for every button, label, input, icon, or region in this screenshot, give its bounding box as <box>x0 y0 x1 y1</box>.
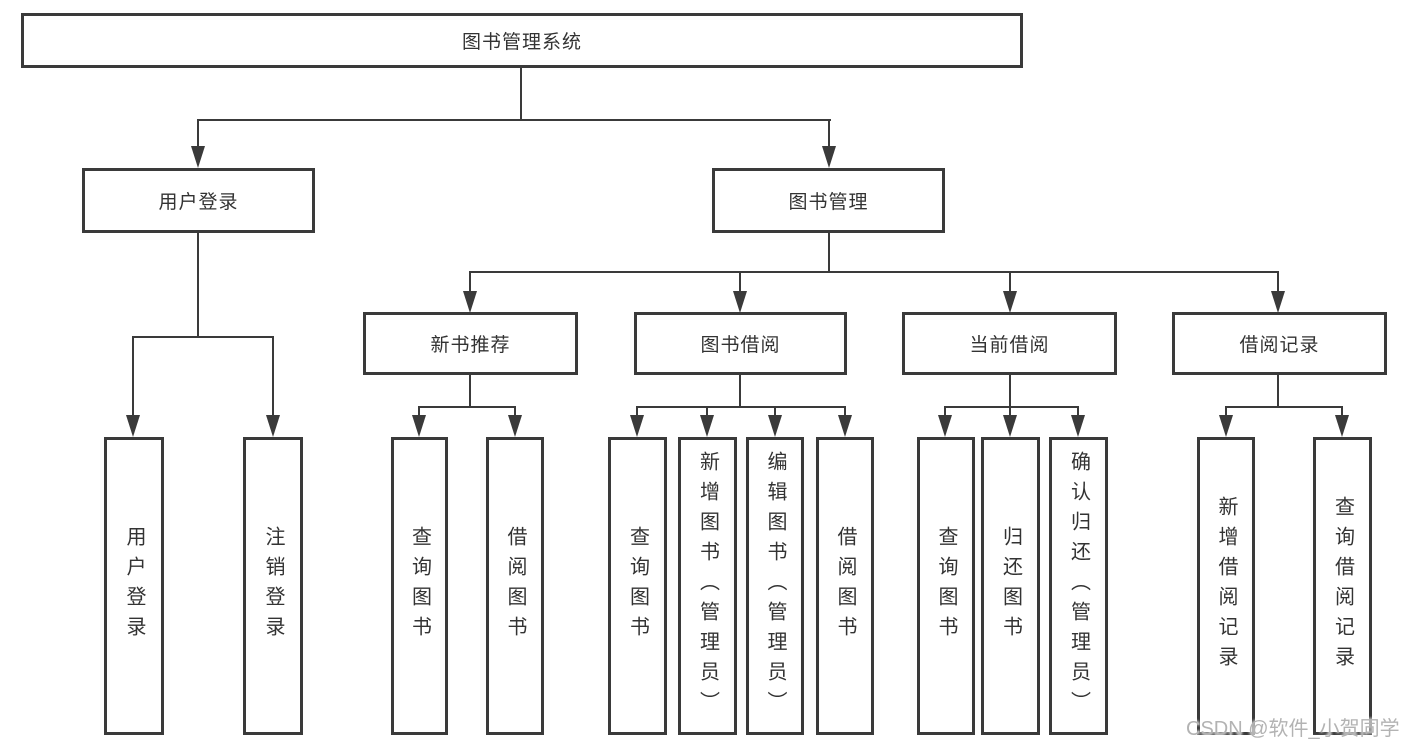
connector-vline <box>1009 406 1011 418</box>
watermark: CSDN @软件_小贺同学 <box>1186 718 1400 740</box>
node-book-management-label: 图书管理 <box>788 192 869 213</box>
arrowhead-down-icon <box>768 415 782 437</box>
arrowhead-down-icon <box>1003 415 1017 437</box>
arrowhead-down-icon <box>700 415 714 437</box>
leaf-records-query-record-label: 查询借阅记录 <box>1331 496 1354 676</box>
leaf-logout-label: 注销登录 <box>262 526 284 646</box>
connector-vline <box>197 233 199 338</box>
arrowhead-down-icon <box>822 146 836 168</box>
arrowhead-down-icon <box>508 415 522 437</box>
connector-vline <box>514 406 516 418</box>
arrowhead-down-icon <box>1271 291 1285 313</box>
leaf-borrow-add-books-admin: 新增图书（管理员） <box>678 437 737 735</box>
leaf-newbook-borrow-books-label: 借阅图书 <box>504 526 526 646</box>
connector-vline <box>1225 406 1227 418</box>
leaf-records-add-record: 新增借阅记录 <box>1197 437 1255 735</box>
arrowhead-down-icon <box>412 415 426 437</box>
connector-hline <box>132 336 274 338</box>
arrowhead-down-icon <box>1071 415 1085 437</box>
node-current-borrow-label: 当前借阅 <box>969 335 1050 356</box>
leaf-user-login-label: 用户登录 <box>123 526 145 646</box>
arrowhead-down-icon <box>938 415 952 437</box>
node-root: 图书管理系统 <box>21 13 1023 68</box>
arrowhead-down-icon <box>191 146 205 168</box>
leaf-borrow-query-books: 查询图书 <box>608 437 667 735</box>
connector-vline <box>132 336 134 416</box>
node-borrow-records: 借阅记录 <box>1172 312 1387 375</box>
arrowhead-down-icon <box>1003 291 1017 313</box>
node-new-book-recommend: 新书推荐 <box>363 312 578 375</box>
leaf-borrow-edit-books-admin: 编辑图书（管理员） <box>746 437 804 735</box>
connector-hline <box>1225 406 1343 408</box>
leaf-current-query-books-label: 查询图书 <box>935 526 957 646</box>
arrowhead-down-icon <box>630 415 644 437</box>
connector-vline <box>774 406 776 418</box>
leaf-current-return-books-label: 归还图书 <box>999 526 1022 646</box>
connector-vline <box>1277 271 1279 295</box>
connector-vline <box>739 374 741 408</box>
arrowhead-down-icon <box>1335 415 1349 437</box>
leaf-records-query-record: 查询借阅记录 <box>1313 437 1372 735</box>
connector-hline <box>418 406 516 408</box>
leaf-current-return-books: 归还图书 <box>981 437 1040 735</box>
leaf-current-query-books: 查询图书 <box>917 437 975 735</box>
connector-hline <box>469 271 1279 273</box>
connector-vline <box>469 374 471 408</box>
leaf-newbook-query-books: 查询图书 <box>391 437 448 735</box>
connector-vline <box>1009 374 1011 408</box>
leaf-borrow-add-books-admin-label: 新增图书（管理员） <box>696 451 719 721</box>
leaf-records-add-record-label: 新增借阅记录 <box>1215 496 1237 676</box>
connector-vline <box>1277 374 1279 408</box>
leaf-logout: 注销登录 <box>243 437 303 735</box>
node-root-label: 图书管理系统 <box>461 32 582 53</box>
connector-vline <box>197 119 199 149</box>
arrowhead-down-icon <box>733 291 747 313</box>
leaf-newbook-borrow-books: 借阅图书 <box>486 437 544 735</box>
arrowhead-down-icon <box>266 415 280 437</box>
node-current-borrow: 当前借阅 <box>902 312 1117 375</box>
connector-vline <box>418 406 420 418</box>
connector-vline <box>828 233 830 273</box>
connector-hline <box>944 406 1079 408</box>
arrowhead-down-icon <box>126 415 140 437</box>
leaf-newbook-query-books-label: 查询图书 <box>408 526 431 646</box>
connector-vline <box>469 271 471 295</box>
connector-vline <box>520 68 522 120</box>
connector-vline <box>272 336 274 416</box>
leaf-borrow-borrow-books: 借阅图书 <box>816 437 874 735</box>
leaf-borrow-borrow-books-label: 借阅图书 <box>834 526 856 646</box>
node-book-borrow: 图书借阅 <box>634 312 847 375</box>
node-user-login: 用户登录 <box>82 168 315 233</box>
connector-vline <box>706 406 708 418</box>
connector-hline <box>197 119 831 121</box>
connector-vline <box>1341 406 1343 418</box>
connector-vline <box>944 406 946 418</box>
connector-hline <box>636 406 846 408</box>
leaf-user-login: 用户登录 <box>104 437 164 735</box>
node-book-management: 图书管理 <box>712 168 945 233</box>
node-user-login-label: 用户登录 <box>158 192 239 213</box>
arrowhead-down-icon <box>1219 415 1233 437</box>
arrowhead-down-icon <box>463 291 477 313</box>
connector-vline <box>828 119 830 149</box>
leaf-current-confirm-return-admin-label: 确认归还（管理员） <box>1067 451 1090 721</box>
connector-vline <box>844 406 846 418</box>
connector-vline <box>1009 271 1011 295</box>
leaf-current-confirm-return-admin: 确认归还（管理员） <box>1049 437 1108 735</box>
leaf-borrow-edit-books-admin-label: 编辑图书（管理员） <box>764 451 786 721</box>
connector-vline <box>1077 406 1079 418</box>
connector-vline <box>739 271 741 295</box>
node-book-borrow-label: 图书借阅 <box>700 335 781 356</box>
node-new-book-recommend-label: 新书推荐 <box>430 335 511 356</box>
leaf-borrow-query-books-label: 查询图书 <box>626 526 649 646</box>
node-borrow-records-label: 借阅记录 <box>1239 335 1320 356</box>
arrowhead-down-icon <box>838 415 852 437</box>
connector-vline <box>636 406 638 418</box>
